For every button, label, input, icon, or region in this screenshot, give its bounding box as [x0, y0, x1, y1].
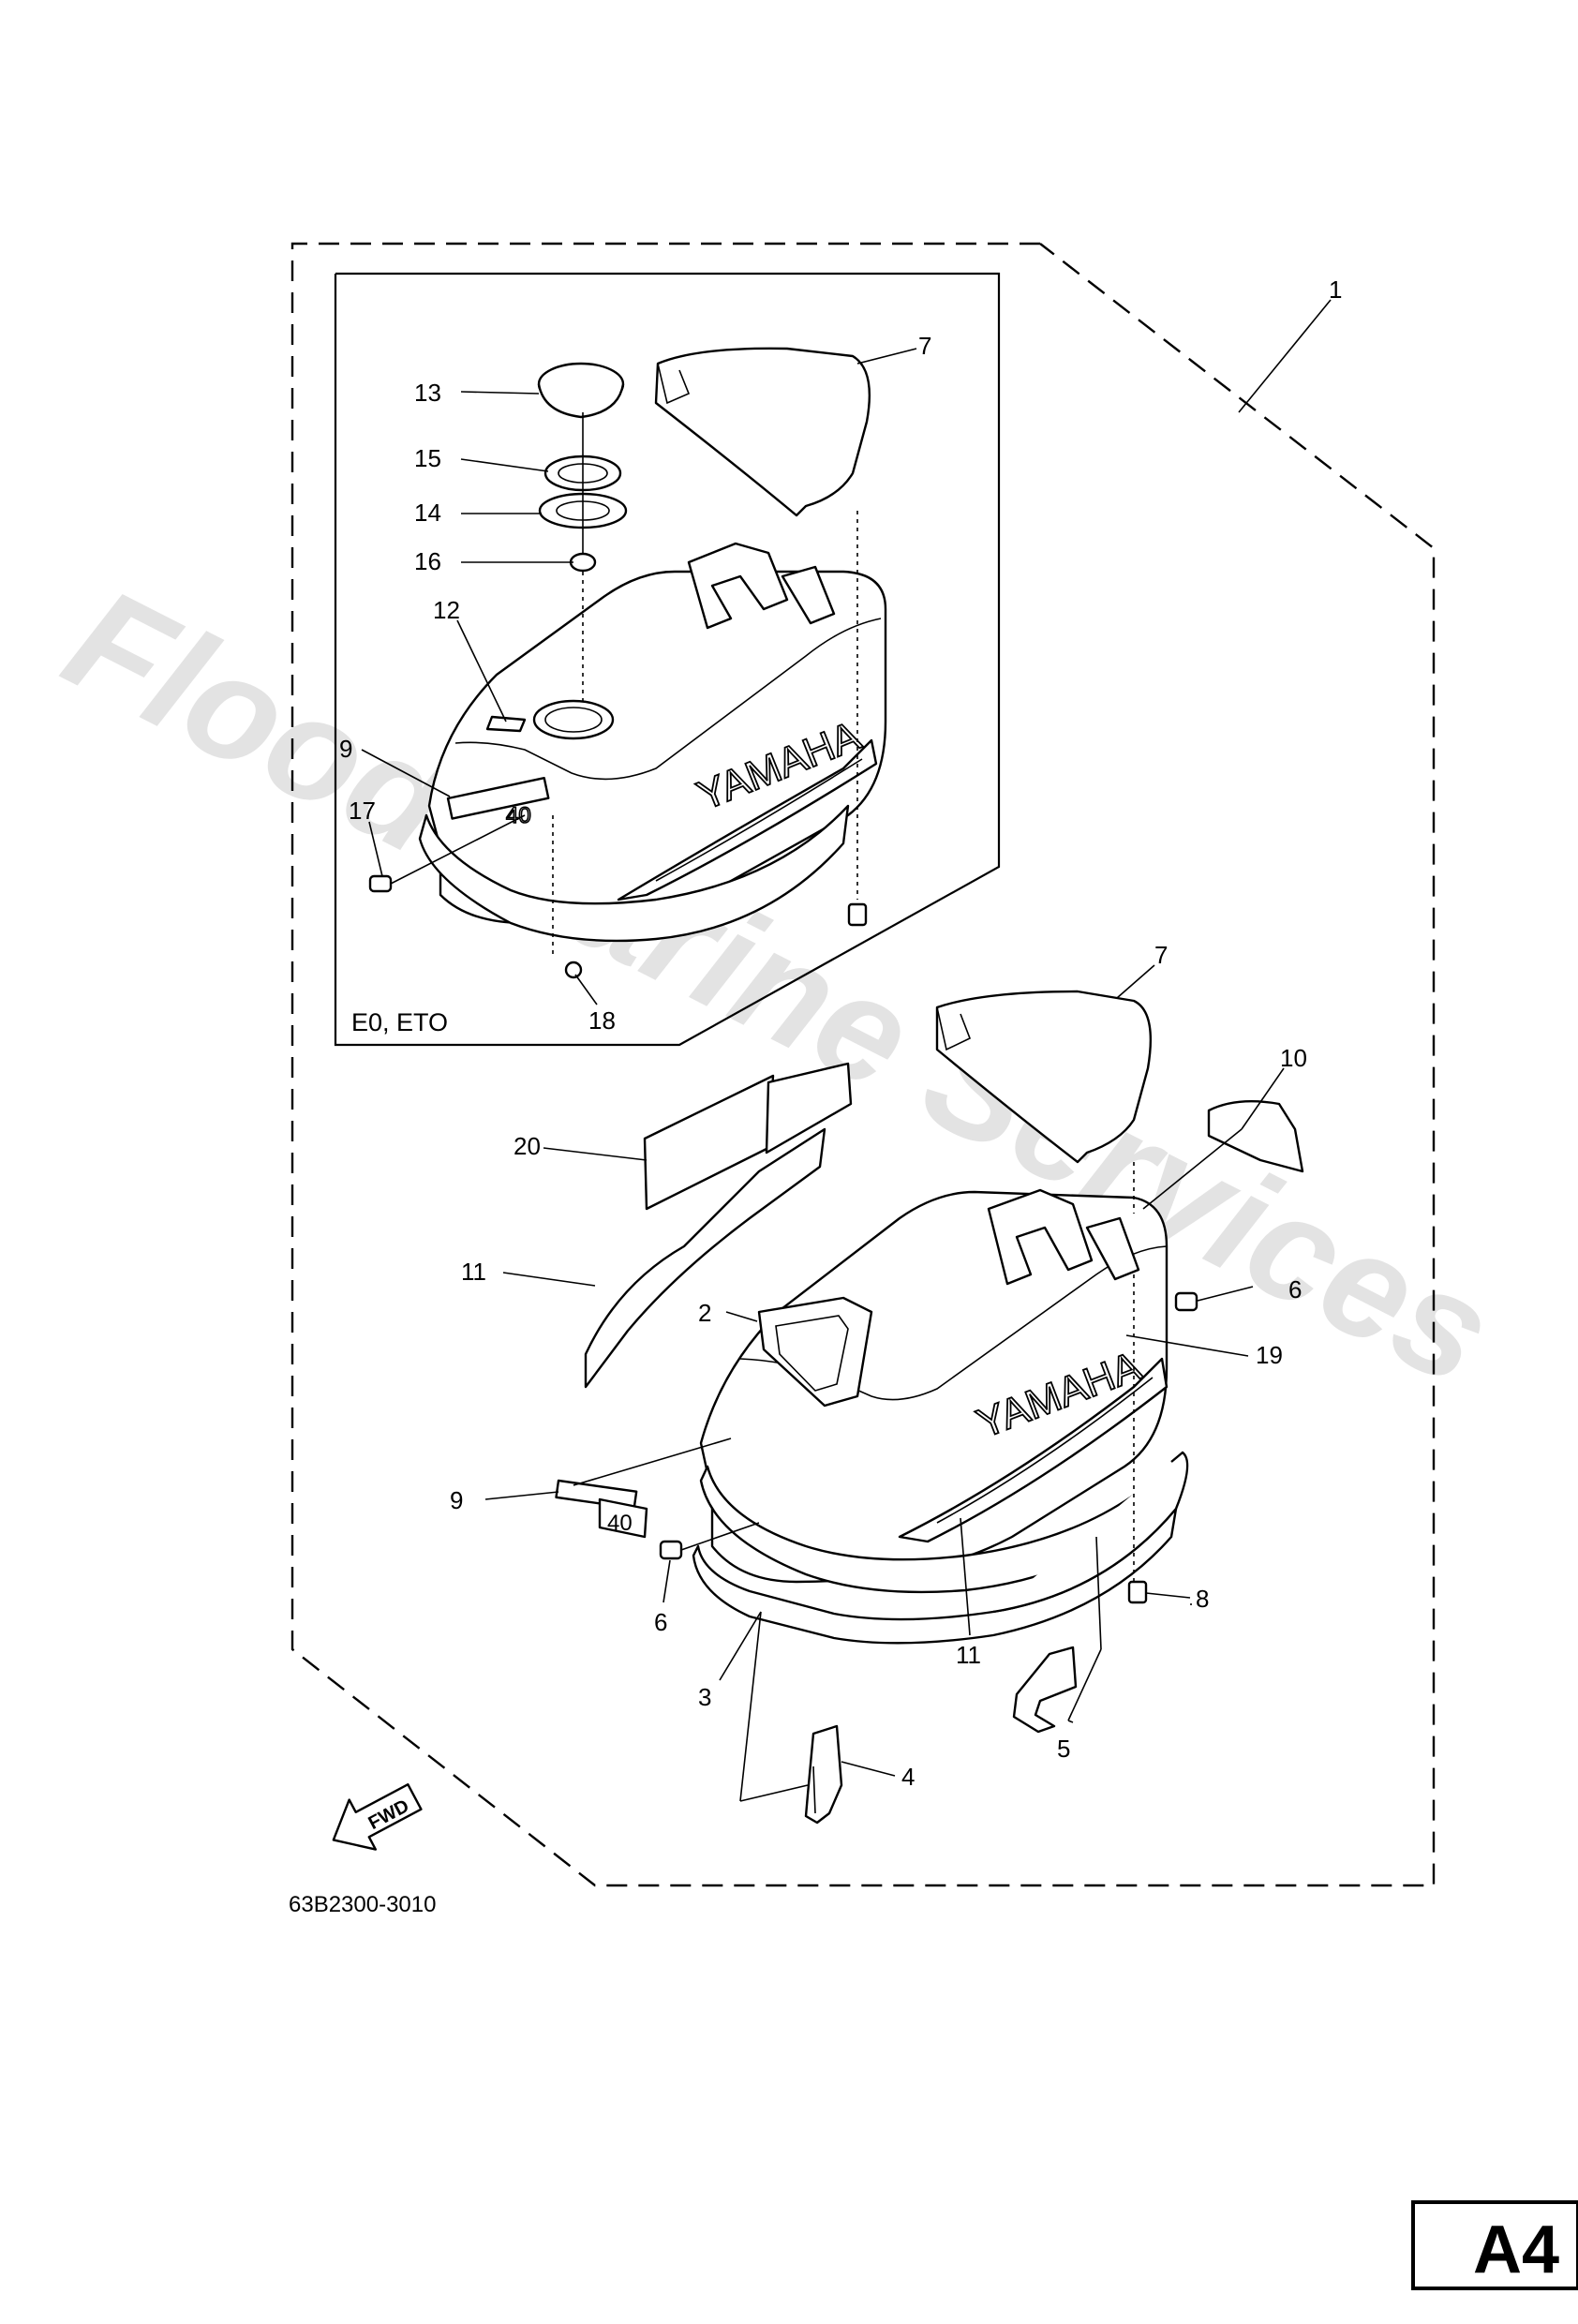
- callout-3: 3: [698, 1683, 711, 1711]
- page-tag: A4: [1473, 2212, 1559, 2287]
- callout-10: 10: [1280, 1044, 1307, 1072]
- callout-4: 4: [901, 1763, 915, 1791]
- callout-11-left: 11: [461, 1258, 486, 1286]
- callout-13: 13: [414, 379, 441, 407]
- callout-17: 17: [349, 797, 376, 825]
- assembly-boundary: [290, 242, 1436, 1887]
- callout-9-main: 9: [450, 1486, 463, 1514]
- callout-12: 12: [433, 596, 460, 624]
- callout-6-left: 6: [654, 1608, 667, 1636]
- callout-6-right: 6: [1288, 1275, 1302, 1304]
- callout-19: 19: [1256, 1341, 1283, 1369]
- inset-cowling: YAMAHA 40: [368, 347, 887, 979]
- callout-18: 18: [588, 1006, 616, 1035]
- inset-frame: [334, 272, 1001, 1047]
- callout-9-inset: 9: [339, 735, 352, 763]
- callout-1: 1: [1329, 276, 1342, 304]
- callout-7-inset: 7: [918, 332, 931, 360]
- callouts: 1 13 7 15 14 16 12 9 17 18 7 10 20 11 2 …: [339, 276, 1342, 1791]
- callout-14: 14: [414, 499, 441, 527]
- callout-2: 2: [698, 1299, 711, 1327]
- callout-5: 5: [1057, 1735, 1070, 1763]
- callout-16: 16: [414, 547, 441, 575]
- leader-lines: [361, 299, 1332, 1802]
- inset-decal-text: 40: [506, 803, 531, 828]
- main-cowling: YAMAHA 40: [555, 990, 1304, 1825]
- page-tag-box: [1411, 2200, 1578, 2290]
- callout-11-right: 11: [956, 1641, 981, 1669]
- drawing-number: 63B2300-3010: [289, 1892, 436, 1917]
- callout-20: 20: [514, 1132, 541, 1160]
- callout-15: 15: [414, 444, 441, 472]
- fwd-arrow-icon: FWD: [332, 1783, 423, 1851]
- inset-variant-label: E0, ETO: [351, 1008, 448, 1036]
- callout-8: 8: [1196, 1585, 1209, 1613]
- main-decal-text: 40: [607, 1511, 633, 1536]
- callout-7-main: 7: [1154, 941, 1168, 969]
